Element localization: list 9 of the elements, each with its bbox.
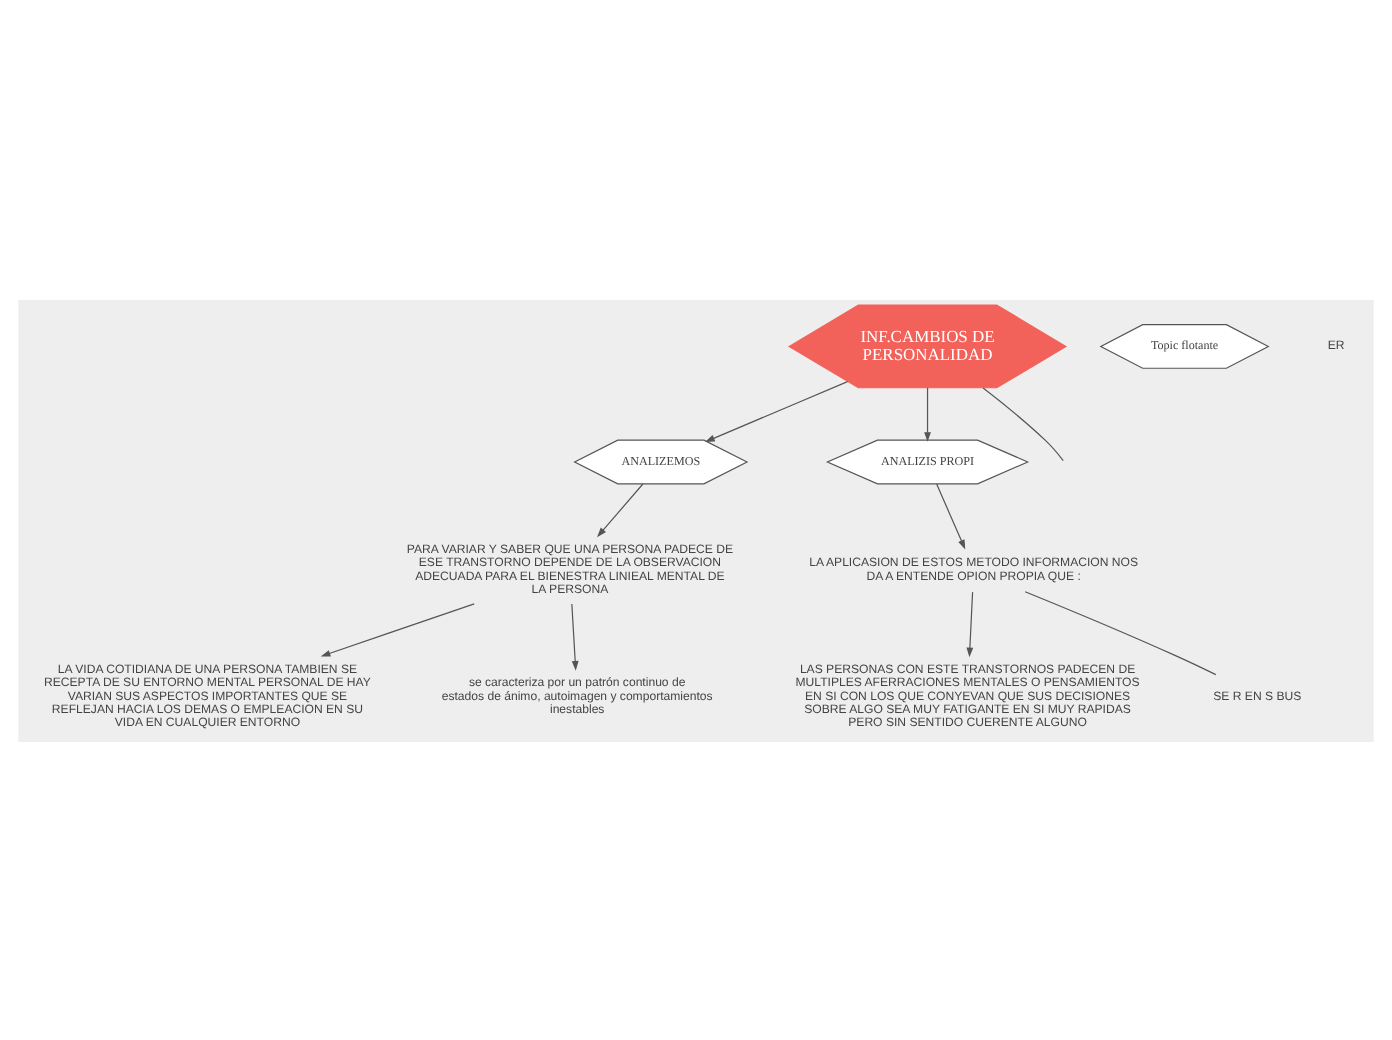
arrow [936, 482, 966, 549]
arrow [966, 590, 974, 657]
arrow [597, 482, 644, 537]
connector [982, 386, 1064, 461]
arrow [571, 602, 579, 670]
arrow [320, 602, 475, 656]
arrow [924, 386, 931, 441]
arrow [705, 379, 849, 442]
connector [1024, 590, 1217, 675]
